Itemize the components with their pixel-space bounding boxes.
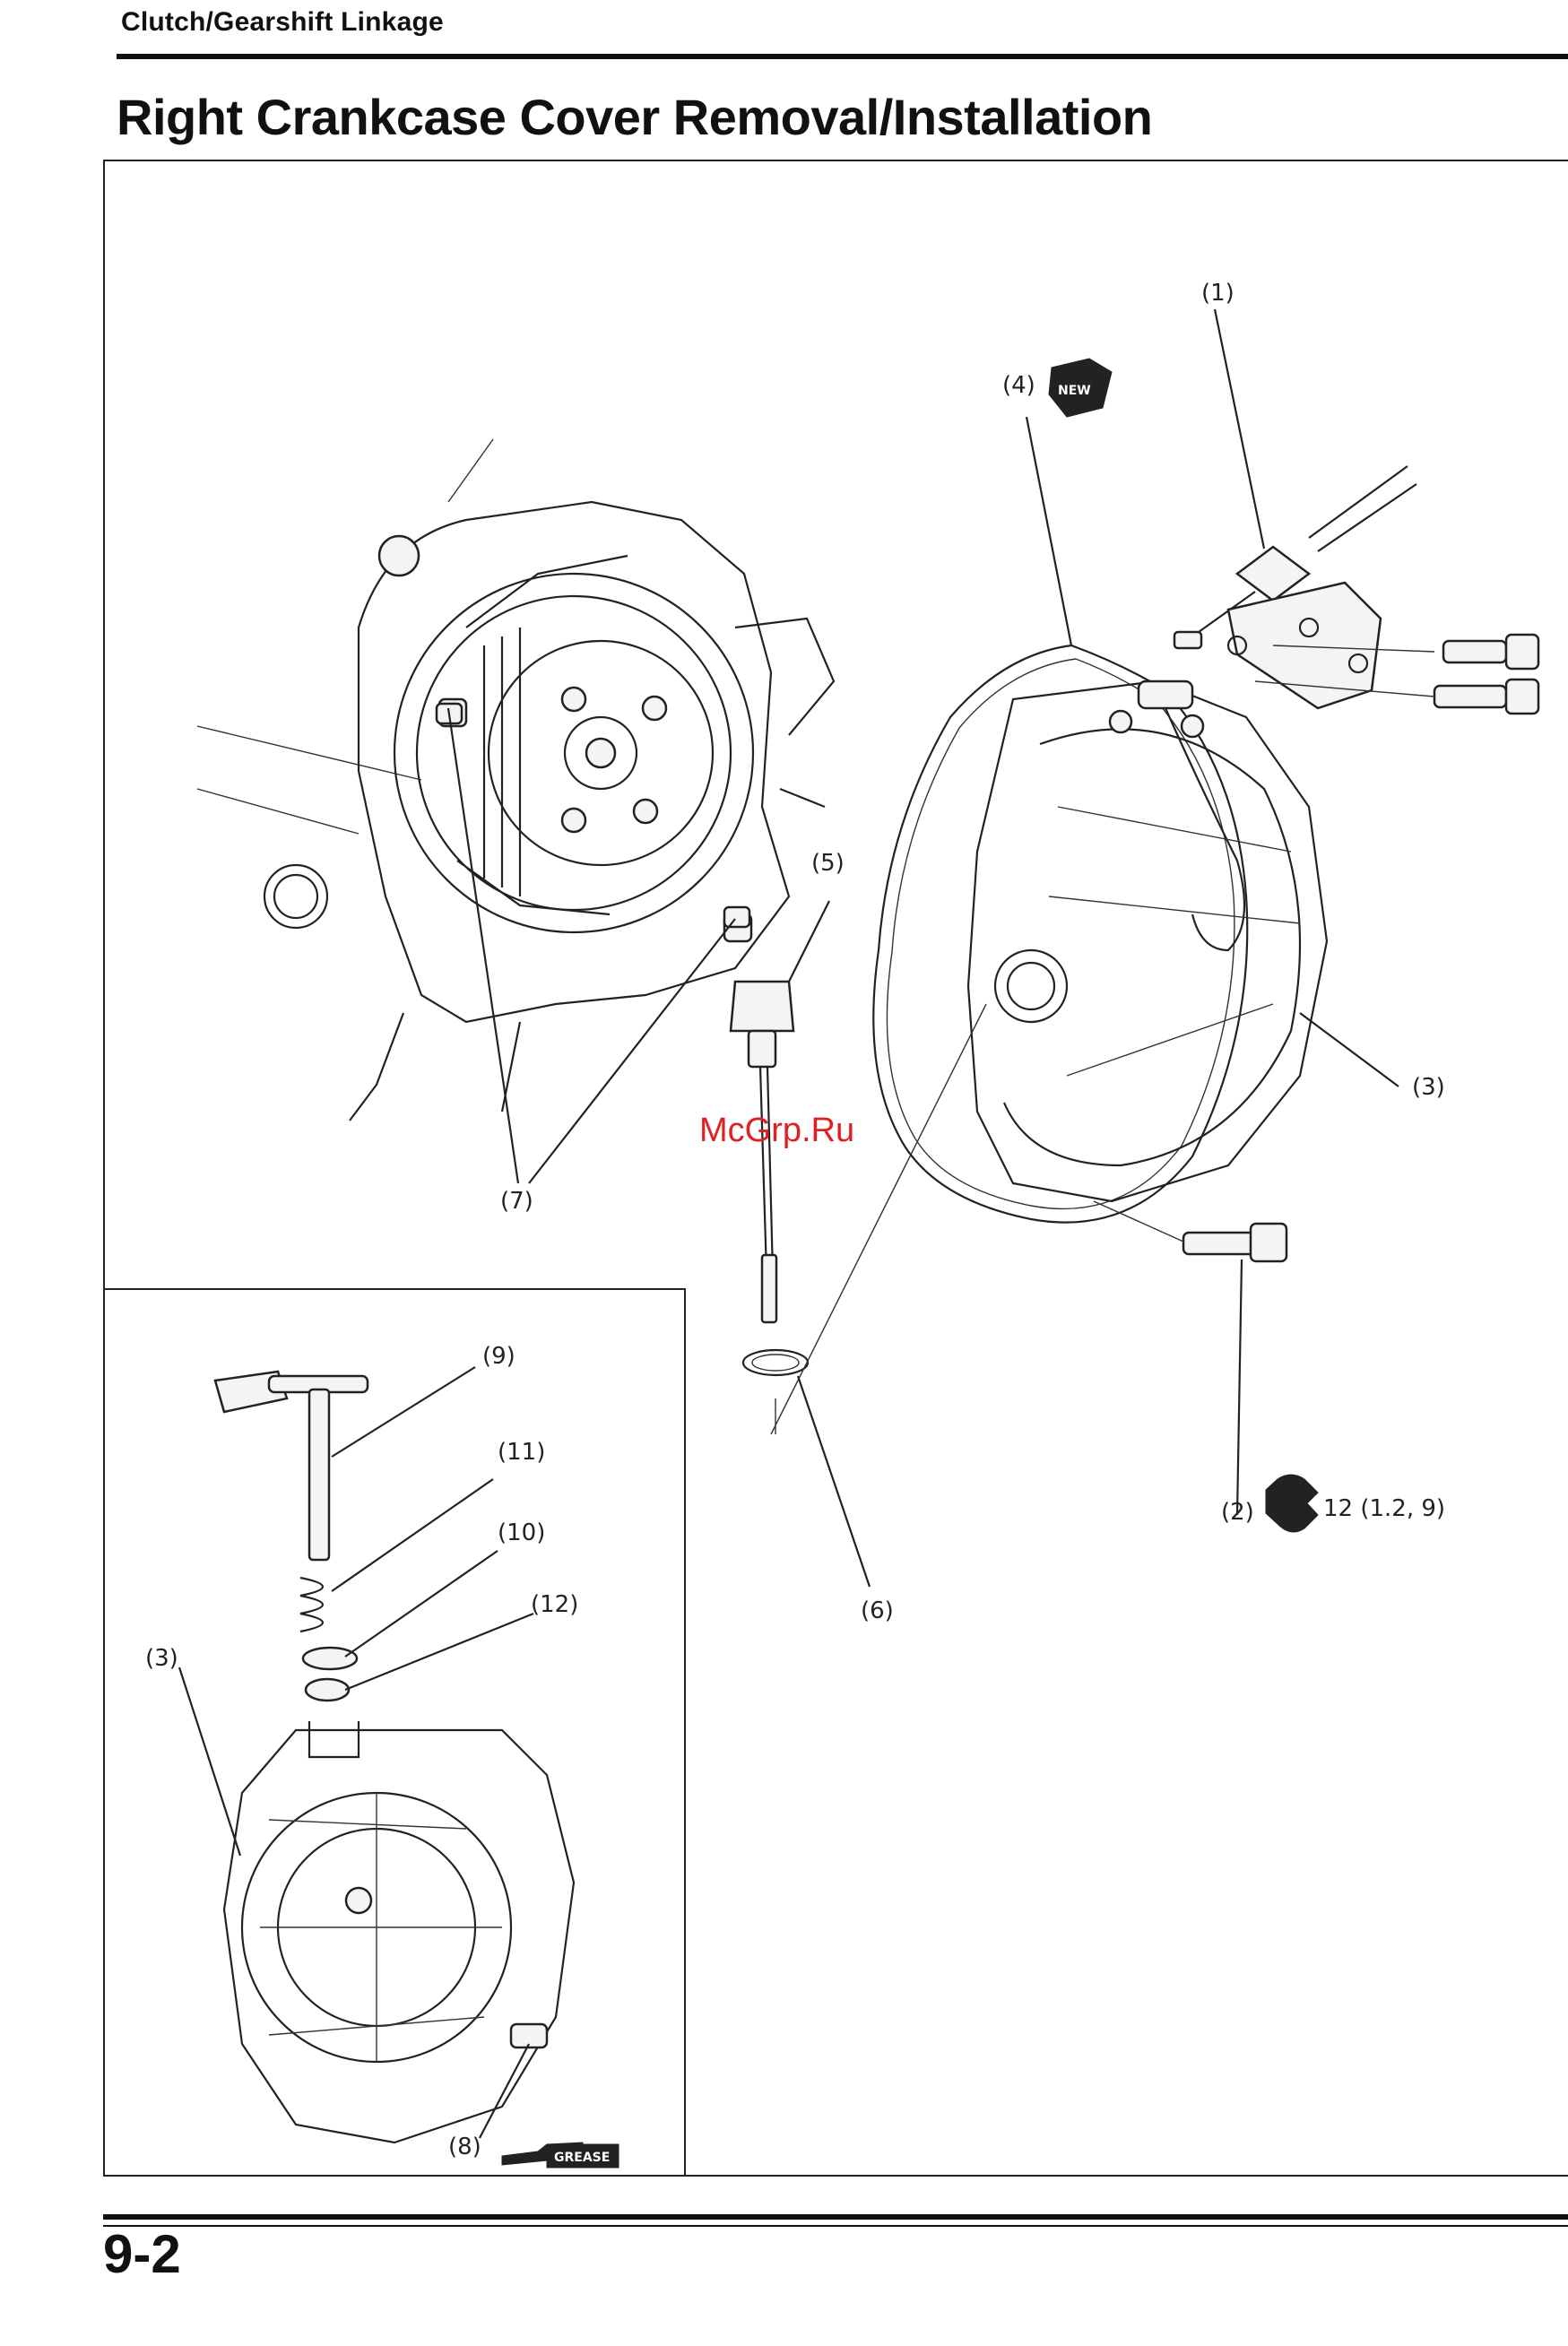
cover-bolt-drawing: [1094, 1201, 1286, 1261]
clutch-cable-drawing: [1174, 466, 1416, 708]
new-badge-text: NEW: [1058, 384, 1091, 398]
oil-filler-cap-drawing: [731, 982, 986, 1434]
callout-4: (4): [1002, 372, 1035, 399]
new-part-icon: NEW: [1049, 359, 1112, 417]
watermark: McGrp.Ru: [699, 1112, 854, 1150]
callout-3-main: (3): [1412, 1074, 1445, 1101]
right-crankcase-cover-drawing: [968, 681, 1327, 1201]
grease-icon: GREASE: [502, 2143, 619, 2168]
callout-6: (6): [861, 1597, 894, 1624]
page-number: 9-2: [103, 2223, 181, 2285]
callout-2: (2): [1221, 1499, 1254, 1526]
callout-5: (5): [811, 850, 845, 877]
footer-rule: [103, 2214, 1568, 2220]
inset-clutch-lifter-drawing: [215, 1372, 574, 2143]
callout-1: (1): [1201, 280, 1234, 307]
callout-3-inset: (3): [145, 1645, 178, 1672]
callout-7: (7): [500, 1188, 533, 1215]
callout-9: (9): [482, 1343, 515, 1370]
leader-lines: [179, 309, 1399, 2138]
callout-10: (10): [498, 1519, 545, 1546]
footer-rule-thin: [103, 2225, 1568, 2227]
torque-wrench-icon: [1266, 1475, 1318, 1532]
callout-12: (12): [531, 1591, 578, 1618]
callout-11: (11): [498, 1439, 545, 1466]
callout-8: (8): [448, 2134, 481, 2160]
torque-spec: 12 (1.2, 9): [1323, 1495, 1445, 1522]
grease-badge-text: GREASE: [554, 2151, 610, 2165]
